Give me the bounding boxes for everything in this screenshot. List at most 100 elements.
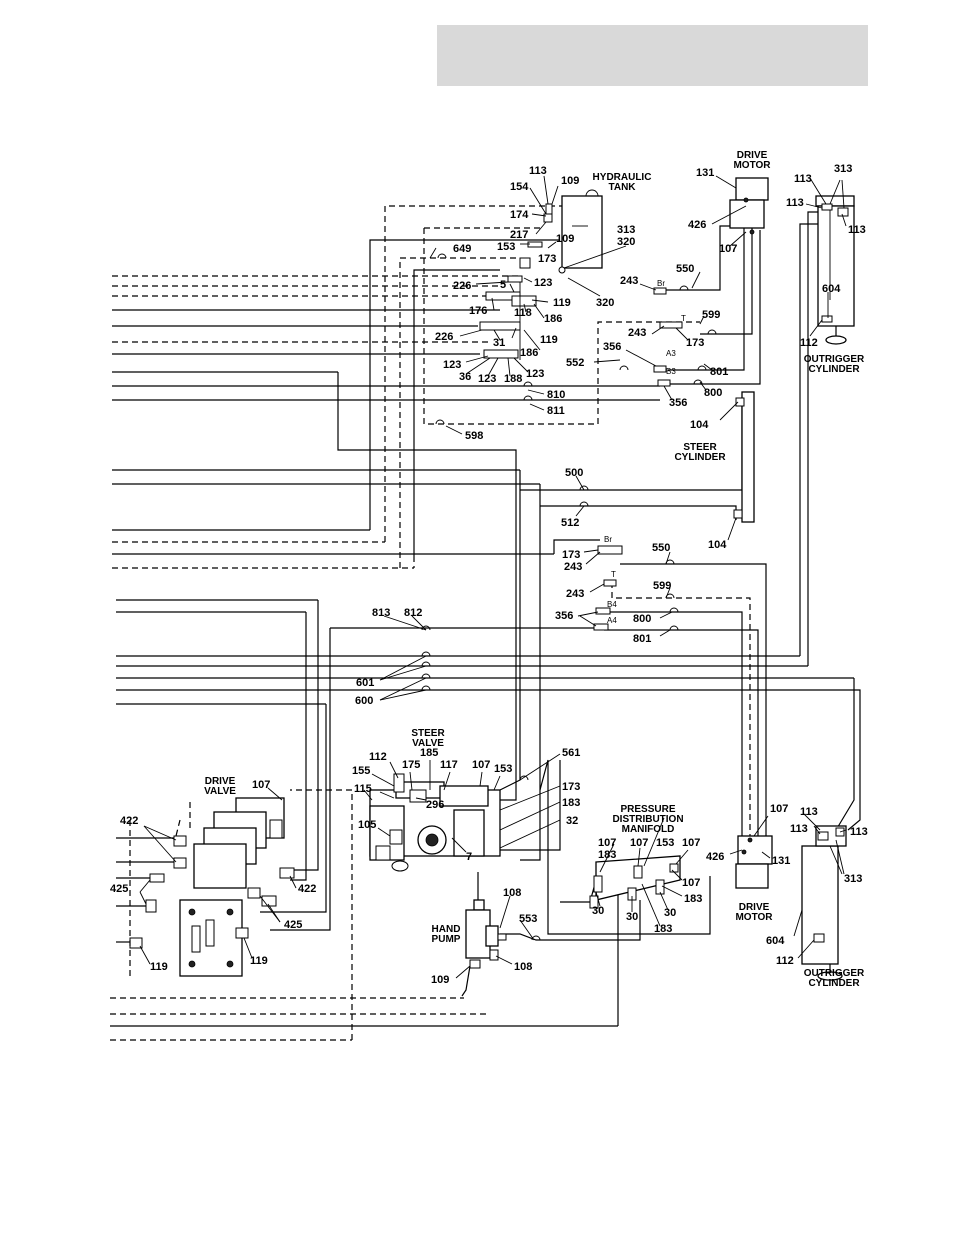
- callout: 422: [120, 815, 138, 827]
- callout: 108: [514, 961, 532, 973]
- port-mark: B3: [666, 367, 676, 376]
- callout: 599: [702, 309, 720, 321]
- callout: 226: [435, 331, 453, 343]
- callout: 176: [469, 305, 487, 317]
- callout: 109: [561, 175, 579, 187]
- drive-valve-stubs: [116, 802, 191, 980]
- callout: 186: [520, 347, 538, 359]
- callout: 109: [431, 974, 449, 986]
- callout: 123: [534, 277, 552, 289]
- callout: 188: [504, 373, 522, 385]
- header-box: [437, 25, 868, 86]
- outrigger-cylinder-top: [815, 195, 855, 345]
- port-mark: T: [681, 314, 686, 323]
- callout: 601: [356, 677, 374, 689]
- callout: 107: [252, 779, 270, 791]
- steer-cylinder: [733, 391, 755, 523]
- port-mark: B4: [607, 600, 617, 609]
- callout: 107: [682, 877, 700, 889]
- callout: 112: [776, 955, 794, 967]
- callout: 801: [710, 366, 728, 378]
- callout: 153: [656, 837, 674, 849]
- callout: 107: [770, 803, 788, 815]
- callout: 30: [664, 907, 676, 919]
- callout: 811: [547, 405, 565, 417]
- callout: 112: [800, 337, 818, 349]
- callout: 800: [704, 387, 722, 399]
- callout: 113: [848, 224, 866, 236]
- callout: 32: [566, 815, 578, 827]
- hand-pump: [461, 872, 507, 997]
- left-feed-lines: [110, 275, 854, 1041]
- callout: 109: [556, 233, 574, 245]
- callout: 36: [459, 371, 471, 383]
- callout: 108: [503, 887, 521, 899]
- pressure-manifold: [589, 855, 681, 909]
- callout: 31: [493, 337, 505, 349]
- callout: 604: [766, 935, 785, 947]
- callout: 550: [676, 263, 694, 275]
- drive-motor-bottom: [735, 835, 773, 889]
- callout: 183: [654, 923, 672, 935]
- callout: 500: [565, 467, 583, 479]
- port-mark: T: [611, 570, 616, 579]
- port-mark: A3: [666, 349, 676, 358]
- callout: 113: [790, 823, 808, 835]
- callout: 320: [617, 236, 635, 248]
- hydraulic-tank: [558, 189, 603, 297]
- callout: 217: [510, 229, 528, 241]
- vertical-risers: [260, 205, 700, 1040]
- callout: 425: [284, 919, 302, 931]
- callout: 174: [510, 209, 529, 221]
- callout: 155: [352, 765, 370, 777]
- callout: 243: [620, 275, 638, 287]
- callout: 183: [598, 849, 616, 861]
- callout: 131: [696, 167, 714, 179]
- callout: 107: [598, 837, 616, 849]
- callout: 313: [844, 873, 862, 885]
- port-marks: Br T A3 B3 Br T B4 A4: [604, 279, 686, 625]
- callout: 422: [298, 883, 316, 895]
- callout: 105: [358, 819, 376, 831]
- callout: 119: [150, 961, 168, 973]
- callout: 801: [633, 633, 651, 645]
- callout: 7: [466, 851, 472, 863]
- callout: 115: [354, 783, 372, 795]
- callout: 123: [478, 373, 496, 385]
- callout: 313: [617, 224, 635, 236]
- port-mark: A4: [607, 616, 617, 625]
- callout: 123: [443, 359, 461, 371]
- callout: 153: [497, 241, 515, 253]
- callout: 313: [834, 163, 852, 175]
- mid-fittings: [593, 287, 683, 631]
- callout: 173: [538, 253, 556, 265]
- callout: 104: [708, 539, 727, 551]
- callout: 104: [690, 419, 709, 431]
- callout: 183: [684, 893, 702, 905]
- callout: 113: [800, 806, 818, 818]
- callout: 113: [850, 826, 868, 838]
- callout: 553: [519, 913, 537, 925]
- callout: 173: [562, 549, 580, 561]
- callout: 113: [786, 197, 804, 209]
- callout: 243: [564, 561, 582, 573]
- callout: 123: [526, 368, 544, 380]
- port-mark: Br: [657, 279, 665, 288]
- callout: 552: [566, 357, 584, 369]
- hose-markers: [421, 253, 717, 941]
- callout: 5: [500, 279, 506, 291]
- callout: 561: [562, 747, 580, 759]
- callout: 113: [794, 173, 812, 185]
- drive-valve: [129, 797, 295, 977]
- part-callouts: 113 109 154 174 217 153 173 109 313 320 …: [110, 163, 868, 986]
- callout: 173: [686, 337, 704, 349]
- callout: 800: [633, 613, 651, 625]
- callout: 153: [494, 763, 512, 775]
